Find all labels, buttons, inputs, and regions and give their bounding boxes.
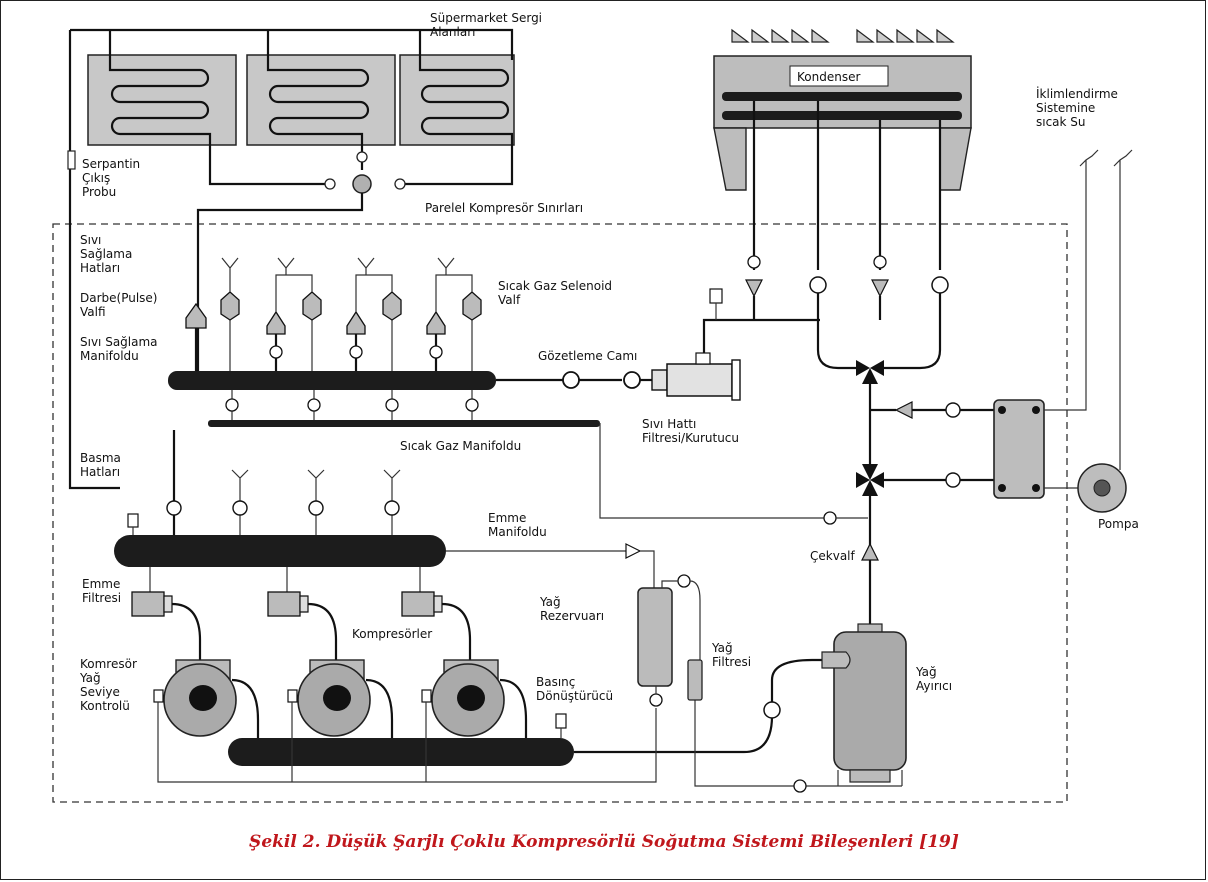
label-line: Basma: [80, 451, 121, 465]
heat-exchanger: [993, 149, 1133, 513]
label-line: Kompresörler: [352, 627, 432, 641]
label-line: Çıkış: [82, 171, 110, 185]
discharge-header: [157, 658, 902, 793]
label-compressors: Kompresörler: [352, 627, 432, 641]
label-line: Filtresi/Kurutucu: [642, 431, 739, 445]
liquid-branches: [185, 257, 482, 371]
liquid-supply-manifold: [168, 288, 820, 401]
condenser: [713, 28, 972, 370]
condenser-tag: [789, 65, 889, 87]
label-sight-glass: Gözetleme Camı: [538, 349, 637, 363]
label-line: Sistemine: [1036, 101, 1095, 115]
label-line: Probu: [82, 185, 116, 199]
label-line: Komresör: [80, 657, 137, 671]
compressor-boundary: [52, 223, 1068, 803]
label-check-valve: Çekvalf: [810, 549, 856, 563]
label-line: Sıvı Hattı: [642, 417, 696, 431]
label-hot-gas-manifold: Sıcak Gaz Manifoldu: [400, 439, 521, 453]
label-condenser: Kondenser: [797, 70, 860, 84]
label-line: Yağ: [711, 641, 733, 655]
oil-separator: [821, 623, 907, 786]
compressors: [153, 659, 528, 745]
label-line: Parelel Kompresör Sınırları: [425, 201, 583, 215]
label-pulse: Darbe(Pulse)Valfi: [80, 291, 158, 319]
label-line: Hatları: [80, 261, 120, 275]
label-line: Süpermarket Sergi: [430, 11, 542, 25]
label-line: Emme: [488, 511, 526, 525]
label-line: Gözetleme Camı: [538, 349, 637, 363]
hot-gas-manifold: [208, 390, 868, 525]
label-line: İklimlendirme: [1036, 86, 1118, 101]
label-line: Dönüştürücü: [536, 689, 613, 703]
label-line: Ayırıcı: [916, 679, 952, 693]
label-line: Darbe(Pulse): [80, 291, 158, 305]
label-line: Filtresi: [712, 655, 751, 669]
three-way-valves: [856, 360, 994, 630]
label-line: Yağ: [915, 665, 937, 679]
label-line: Seviye: [80, 685, 120, 699]
label-line: Alanları: [430, 25, 475, 39]
label-line: Yağ: [79, 671, 101, 685]
label-parallel: Parelel Kompresör Sınırları: [425, 201, 583, 215]
label-line: Çekvalf: [810, 549, 856, 563]
label-line: Manifoldu: [488, 525, 547, 539]
suction-manifold: [114, 430, 655, 588]
suction-filters: [131, 567, 472, 668]
label-line: Sağlama: [80, 247, 132, 261]
label-line: Serpantin: [82, 157, 140, 171]
label-line: Valfi: [80, 305, 106, 319]
label-line: Yağ: [539, 595, 561, 609]
label-line: Pompa: [1098, 517, 1139, 531]
label-line: Basınç: [536, 675, 575, 689]
label-line: sıcak Su: [1036, 115, 1086, 129]
label-line: Sıcak Gaz Manifoldu: [400, 439, 521, 453]
label-line: Rezervuarı: [540, 609, 604, 623]
label-line: Filtresi: [82, 591, 121, 605]
oil-reservoir: [637, 574, 703, 707]
label-line: Sıvı: [80, 233, 101, 247]
figure-caption: Şekil 2. Düşük Şarjlı Çoklu Kompresörlü …: [249, 832, 959, 852]
label-line: Kondenser: [797, 70, 860, 84]
label-line: Sıcak Gaz Selenoid: [498, 279, 612, 293]
label-pump: Pompa: [1098, 517, 1139, 531]
label-line: Manifoldu: [80, 349, 139, 363]
label-line: Valf: [498, 293, 521, 307]
label-line: Kontrolü: [80, 699, 130, 713]
display-cases: [67, 28, 515, 490]
label-line: Hatları: [80, 465, 120, 479]
label-line: Sıvı Sağlama: [80, 335, 158, 349]
label-line: Emme: [82, 577, 120, 591]
